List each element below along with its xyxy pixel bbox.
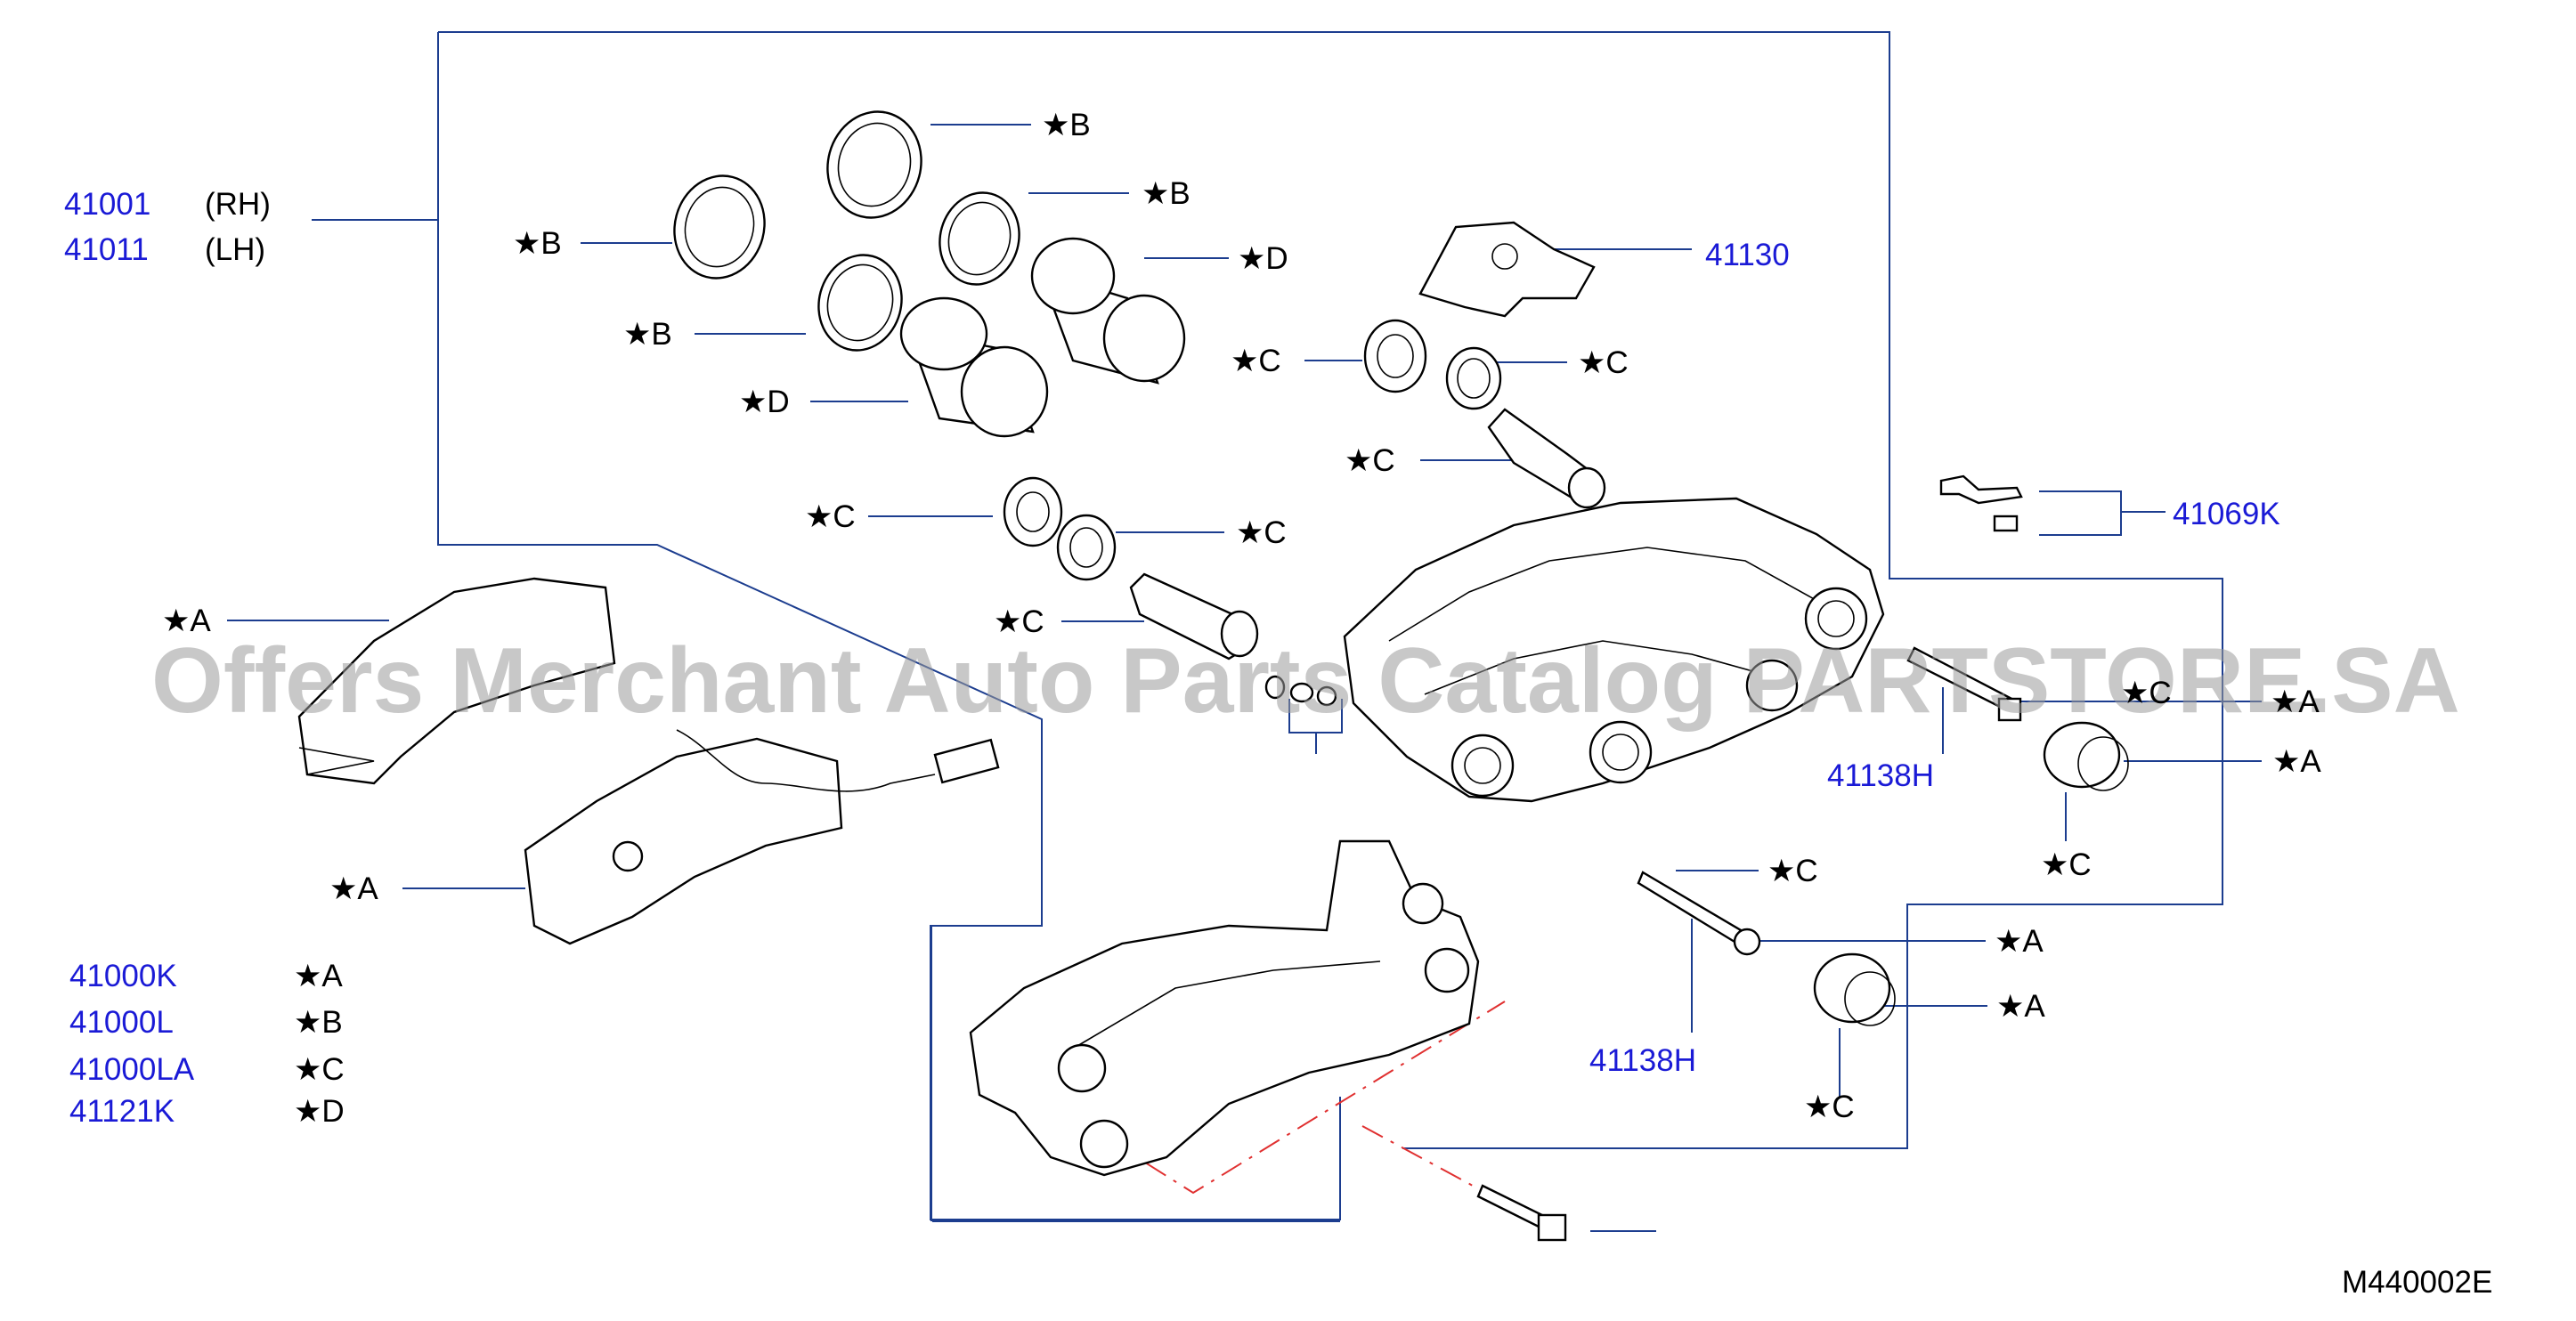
- part-number-41130[interactable]: 41130: [1705, 238, 1790, 272]
- seal-ring: [673, 174, 766, 280]
- legend-part-41000K[interactable]: 41000K: [69, 959, 177, 993]
- star-label: ★B: [1142, 176, 1190, 211]
- star-label: ★C: [1236, 515, 1287, 550]
- upper-guide-pin: [1906, 646, 2022, 722]
- small-screws: [1264, 675, 1337, 707]
- boot: [1363, 319, 1427, 393]
- legend-key-c: ★C: [294, 1052, 345, 1087]
- star-label: ★A: [2272, 744, 2321, 779]
- star-label: ★C: [2121, 676, 2172, 710]
- part-number-41001[interactable]: 41001: [64, 187, 150, 222]
- seal-kit-parts: [1003, 319, 1606, 660]
- star-label: ★C: [1345, 443, 1395, 478]
- dust-caps: [1813, 721, 2129, 1026]
- brake-pads: [297, 577, 1000, 945]
- star-label: ★D: [739, 385, 790, 419]
- legend-part-41000L[interactable]: 41000L: [69, 1005, 174, 1040]
- piston: [899, 296, 1049, 438]
- star-label: ★B: [623, 317, 672, 352]
- boot: [1003, 476, 1063, 547]
- legend-key-d: ★D: [294, 1094, 345, 1129]
- star-label: ★B: [513, 226, 562, 261]
- caliper-pistons: [899, 237, 1186, 438]
- kit-legend: 41000K ★A 41000L ★B 41000LA ★C 41121K ★D: [69, 959, 345, 1129]
- watermark-text: Offers Merchant Auto Parts Catalog PARTS…: [151, 629, 2460, 733]
- part-number-41011[interactable]: 41011: [64, 232, 149, 267]
- star-label: ★B: [1042, 108, 1091, 142]
- legend-key-a: ★A: [294, 959, 343, 993]
- star-label: ★A: [329, 871, 378, 906]
- part-number-callouts: 41001 (RH) 41011 (LH) 41130 41069K 41138…: [64, 187, 2280, 1078]
- caliper-support-bracket: [969, 839, 1480, 1177]
- caliper-body: [1343, 497, 1885, 803]
- dust-cap: [1813, 952, 1896, 1026]
- legend-part-41000LA[interactable]: 41000LA: [69, 1052, 195, 1087]
- hose-bracket: [1939, 474, 2023, 532]
- bushing: [1445, 346, 1502, 410]
- legend-part-41121K[interactable]: 41121K: [69, 1094, 175, 1129]
- star-label: ★D: [1238, 241, 1288, 276]
- star-label: ★C: [2041, 847, 2092, 882]
- seal-ring: [817, 254, 903, 352]
- figure-code: M440002E: [2342, 1265, 2492, 1300]
- star-key-labels: ★B ★B ★B ★B ★D ★D ★C ★C ★C ★C ★C ★C ★C ★…: [162, 108, 2321, 1124]
- leader-lines: [227, 31, 2262, 1232]
- seal-ring: [939, 191, 1020, 286]
- piston: [1030, 237, 1186, 385]
- mounting-bolt: [1476, 1184, 1567, 1242]
- sleeve: [1129, 572, 1259, 660]
- lower-guide-pin: [1637, 871, 1761, 956]
- guide-pins: [1476, 646, 2022, 1242]
- pad-clip: [1418, 221, 1596, 318]
- part-number-41138H-lower[interactable]: 41138H: [1589, 1043, 1696, 1078]
- star-label: ★C: [1578, 345, 1629, 380]
- star-label: ★A: [162, 604, 211, 638]
- piston-seal-rings: [673, 110, 1020, 352]
- star-label: ★C: [1231, 344, 1281, 378]
- side-label-lh: (LH): [205, 232, 265, 267]
- sleeve: [1487, 408, 1606, 509]
- star-label: ★A: [2271, 685, 2320, 719]
- legend-key-b: ★B: [294, 1005, 343, 1040]
- part-number-41138H-upper[interactable]: 41138H: [1827, 758, 1934, 793]
- side-label-rh: (RH): [205, 187, 271, 222]
- star-label: ★C: [994, 604, 1044, 639]
- inner-brake-pad-with-sensor: [524, 729, 1000, 945]
- outer-brake-pad: [297, 577, 616, 785]
- part-number-41069K[interactable]: 41069K: [2173, 497, 2280, 531]
- star-label: ★A: [1995, 924, 2044, 959]
- star-label: ★C: [1804, 1090, 1855, 1124]
- bushing: [1056, 514, 1117, 581]
- dust-cap: [2043, 721, 2129, 791]
- seal-ring: [826, 110, 922, 219]
- star-label: ★A: [1996, 989, 2045, 1024]
- star-label: ★C: [805, 499, 856, 534]
- star-label: ★C: [1767, 854, 1818, 888]
